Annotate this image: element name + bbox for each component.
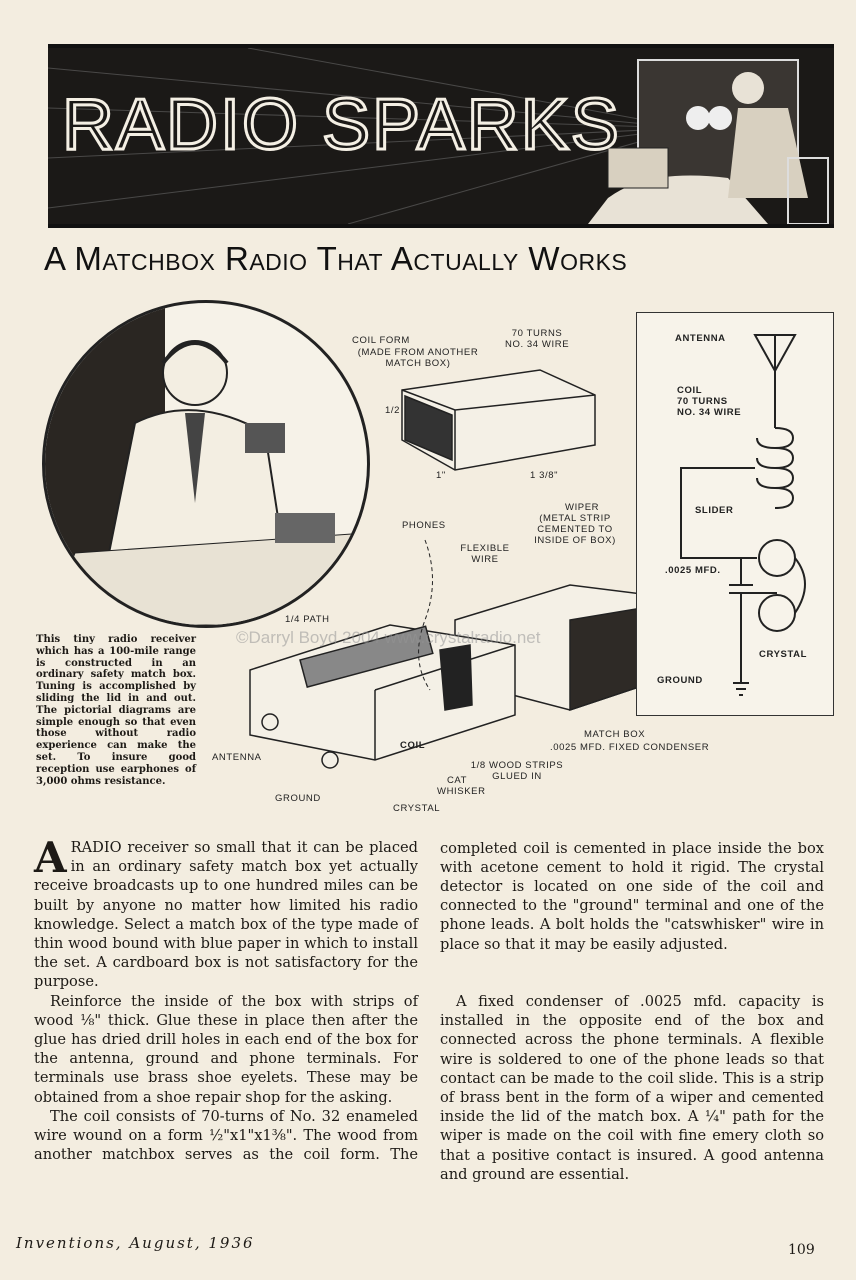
publication-footer: Inventions, August, 1936 [16,1234,255,1252]
schematic-antenna-label: ANTENNA [675,333,726,344]
label-dim-138: 1 3/8" [530,470,559,481]
label-ground: GROUND [275,793,321,804]
label-phones: PHONES [402,520,446,531]
banner-illustration [48,48,829,224]
paragraph-1: RADIO receiver so small that it can be p… [34,839,418,991]
label-text: 70 TURNS [511,328,563,339]
banner-title: RADIO SPARKS [61,84,621,167]
label-text: COIL FORM [352,335,410,346]
man-with-headphones-illustration [42,300,370,628]
page-number: 109 [788,1242,815,1258]
article-headline: A Matchbox Radio That Actually Works [44,240,628,277]
label-fixed-condenser: .0025 MFD. FIXED CONDENSER [550,742,710,753]
paragraph-2: Reinforce the inside of the box with str… [34,992,418,1106]
watermark: ©Darryl Boyd 2004 www.crystalradio.net [236,628,541,647]
label-text: 70 TURNS [677,396,728,407]
paragraph-3-overflow: The coil consists of 70-turns of No. 32 … [440,839,824,953]
paragraph-4: A fixed condenser of .0025 mfd. capacity… [440,993,824,1183]
drop-cap: A [34,833,67,882]
label-coil-form: COIL FORM [352,335,410,346]
label-wiper-note: (METAL STRIP CEMENTED TO INSIDE OF BOX) [534,513,616,546]
label-wiper: WIPER [565,502,600,513]
schematic-drawing [680,334,806,696]
header-banner: RADIO SPARKS [48,44,834,228]
article-column-right: The coil consists of 70-turns of No. 32 … [440,838,824,1184]
schematic-crystal-label: CRYSTAL [759,649,808,660]
figure-caption: This tiny radio receiver which has a 100… [36,634,196,787]
label-coil-form-note: (MADE FROM ANOTHER MATCH BOX) [357,347,479,369]
schematic-ground-label: GROUND [657,675,703,686]
label-path: 1/4 PATH [285,614,330,625]
label-wood-strips: 1/8 WOOD STRIPS GLUED IN [470,760,564,782]
label-match-box: MATCH BOX [584,729,646,740]
paragraph-3: The coil consists of 70-turns of No. 32 … [34,1107,418,1164]
label-crystal: CRYSTAL [393,803,441,814]
label-text: NO. 34 WIRE [677,407,742,418]
paragraph-3-continued: The coil consists of 70-turns of No. 32 … [440,838,824,992]
label-dim-one: 1" [436,470,446,481]
label-text: COIL [677,385,703,396]
matchbox-pictorial-diagram [249,369,691,769]
label-antenna: ANTENNA [212,752,262,763]
schematic-capacitor-label: .0025 MFD. [665,565,721,576]
schematic-slider-label: SLIDER [695,505,734,516]
label-text: NO. 34 WIRE [505,339,570,350]
label-flexible-wire: FLEXIBLE WIRE [460,543,510,565]
label-dim-half: 1/2 [385,405,401,416]
label-cat-whisker: CAT WHISKER [437,775,486,797]
label-coil: COIL [400,740,426,751]
